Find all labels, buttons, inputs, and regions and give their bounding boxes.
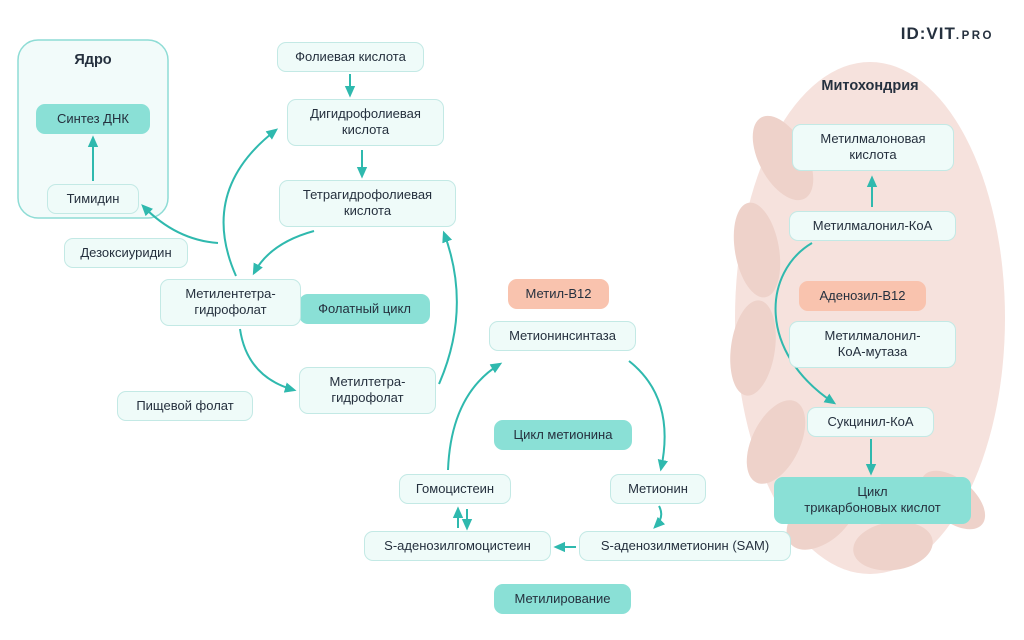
node-methyl-thf: Метилтетра- гидрофолат bbox=[299, 367, 436, 414]
logo: ID:VIT.PRO bbox=[901, 24, 994, 44]
node-succinyl-coa: Сукцинил-КоА bbox=[807, 407, 934, 438]
label-methionine-cycle: Цикл метионина bbox=[494, 420, 632, 451]
logo-primary: ID:VIT bbox=[900, 24, 956, 43]
label-methylation: Метилирование bbox=[494, 584, 631, 615]
arrow-mmcoa-to-succinyl bbox=[774, 242, 837, 405]
label-folate-cycle: Фолатный цикл bbox=[299, 294, 430, 325]
node-food-folate: Пищевой фолат bbox=[117, 391, 253, 422]
node-folic-acid: Фолиевая кислота bbox=[277, 42, 424, 73]
arrow-methyl-to-tetra bbox=[438, 230, 458, 385]
node-methylene-thf: Метилентетра- гидрофолат bbox=[160, 279, 301, 326]
node-mmcoa-mutase: Метилмалонил- КоА-мутаза bbox=[789, 321, 956, 368]
node-sah: S-аденозилгомоцистеин bbox=[364, 531, 551, 562]
arrow-synthase-to-methionine bbox=[628, 360, 668, 472]
node-dna-synthesis: Синтез ДНК bbox=[36, 104, 150, 135]
logo-suffix: .PRO bbox=[955, 30, 994, 42]
arrow-deoxyuridine-to-thymidine bbox=[141, 204, 219, 244]
node-methionine: Метионин bbox=[610, 474, 706, 505]
node-methionine-synthase: Метионинсинтаза bbox=[489, 321, 636, 352]
node-dihydrofolic-acid: Дигидрофолиевая кислота bbox=[287, 99, 444, 146]
node-tca-cycle: Цикл трикарбоновых кислот bbox=[774, 477, 971, 524]
arrow-methylene-to-methyl bbox=[239, 328, 297, 393]
node-homocysteine: Гомоцистеин bbox=[399, 474, 511, 505]
node-tetrahydrofolic-acid: Тетрагидрофолиевая кислота bbox=[279, 180, 456, 227]
arrow-methylene-to-dihydro bbox=[222, 128, 279, 277]
nucleus-title: Ядро bbox=[74, 52, 112, 68]
node-deoxyuridine: Дезоксиуридин bbox=[64, 238, 188, 269]
node-thymidine: Тимидин bbox=[47, 184, 139, 215]
node-methylmalonyl-coa: Метилмалонил-КоА bbox=[789, 211, 956, 242]
node-adenosyl-b12: Аденозил-B12 bbox=[799, 281, 926, 312]
arrow-tetra-to-methylene bbox=[252, 230, 315, 276]
node-methylmalonic-acid: Метилмалоновая кислота bbox=[792, 124, 954, 171]
arrows bbox=[87, 74, 878, 553]
arrow-homocysteine-to-synthase bbox=[447, 362, 503, 471]
mitochondria-title: Митохондрия bbox=[821, 78, 919, 94]
node-sam: S-аденозилметионин (SAM) bbox=[579, 531, 791, 562]
arrow-methionine-to-sam bbox=[653, 505, 666, 529]
node-methyl-b12: Метил-B12 bbox=[508, 279, 609, 310]
